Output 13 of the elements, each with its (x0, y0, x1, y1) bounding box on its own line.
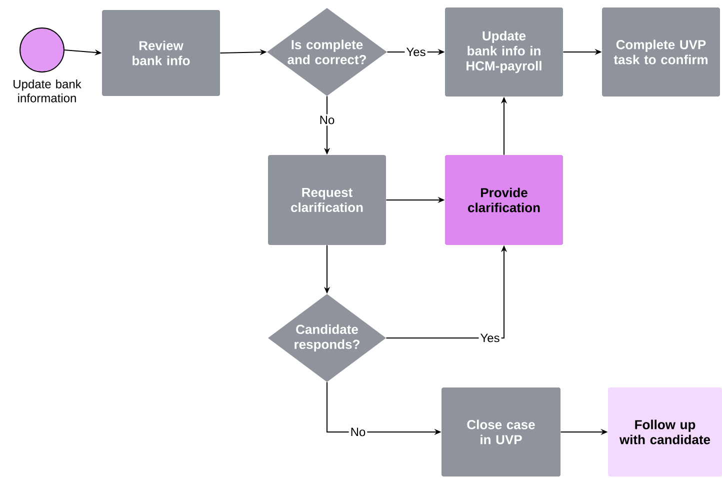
process-box: Provide clarification (445, 155, 563, 245)
process-box: Request clarification (268, 155, 386, 245)
process-box: Close case in UVP (442, 387, 560, 476)
process-box: Update bank info in HCM-payroll (445, 8, 563, 96)
start-circle (20, 28, 64, 72)
process-box: Complete UVP task to confirm (602, 8, 720, 96)
edge-label: Yes (478, 332, 502, 344)
process-box: Review bank info (102, 10, 220, 96)
process-box: Follow up with candidate (608, 387, 722, 476)
edge-label: Yes (404, 46, 428, 58)
node-caption: Update bank information (14, 80, 82, 102)
edge-label: No (348, 426, 368, 438)
edge-label: No (318, 114, 336, 126)
